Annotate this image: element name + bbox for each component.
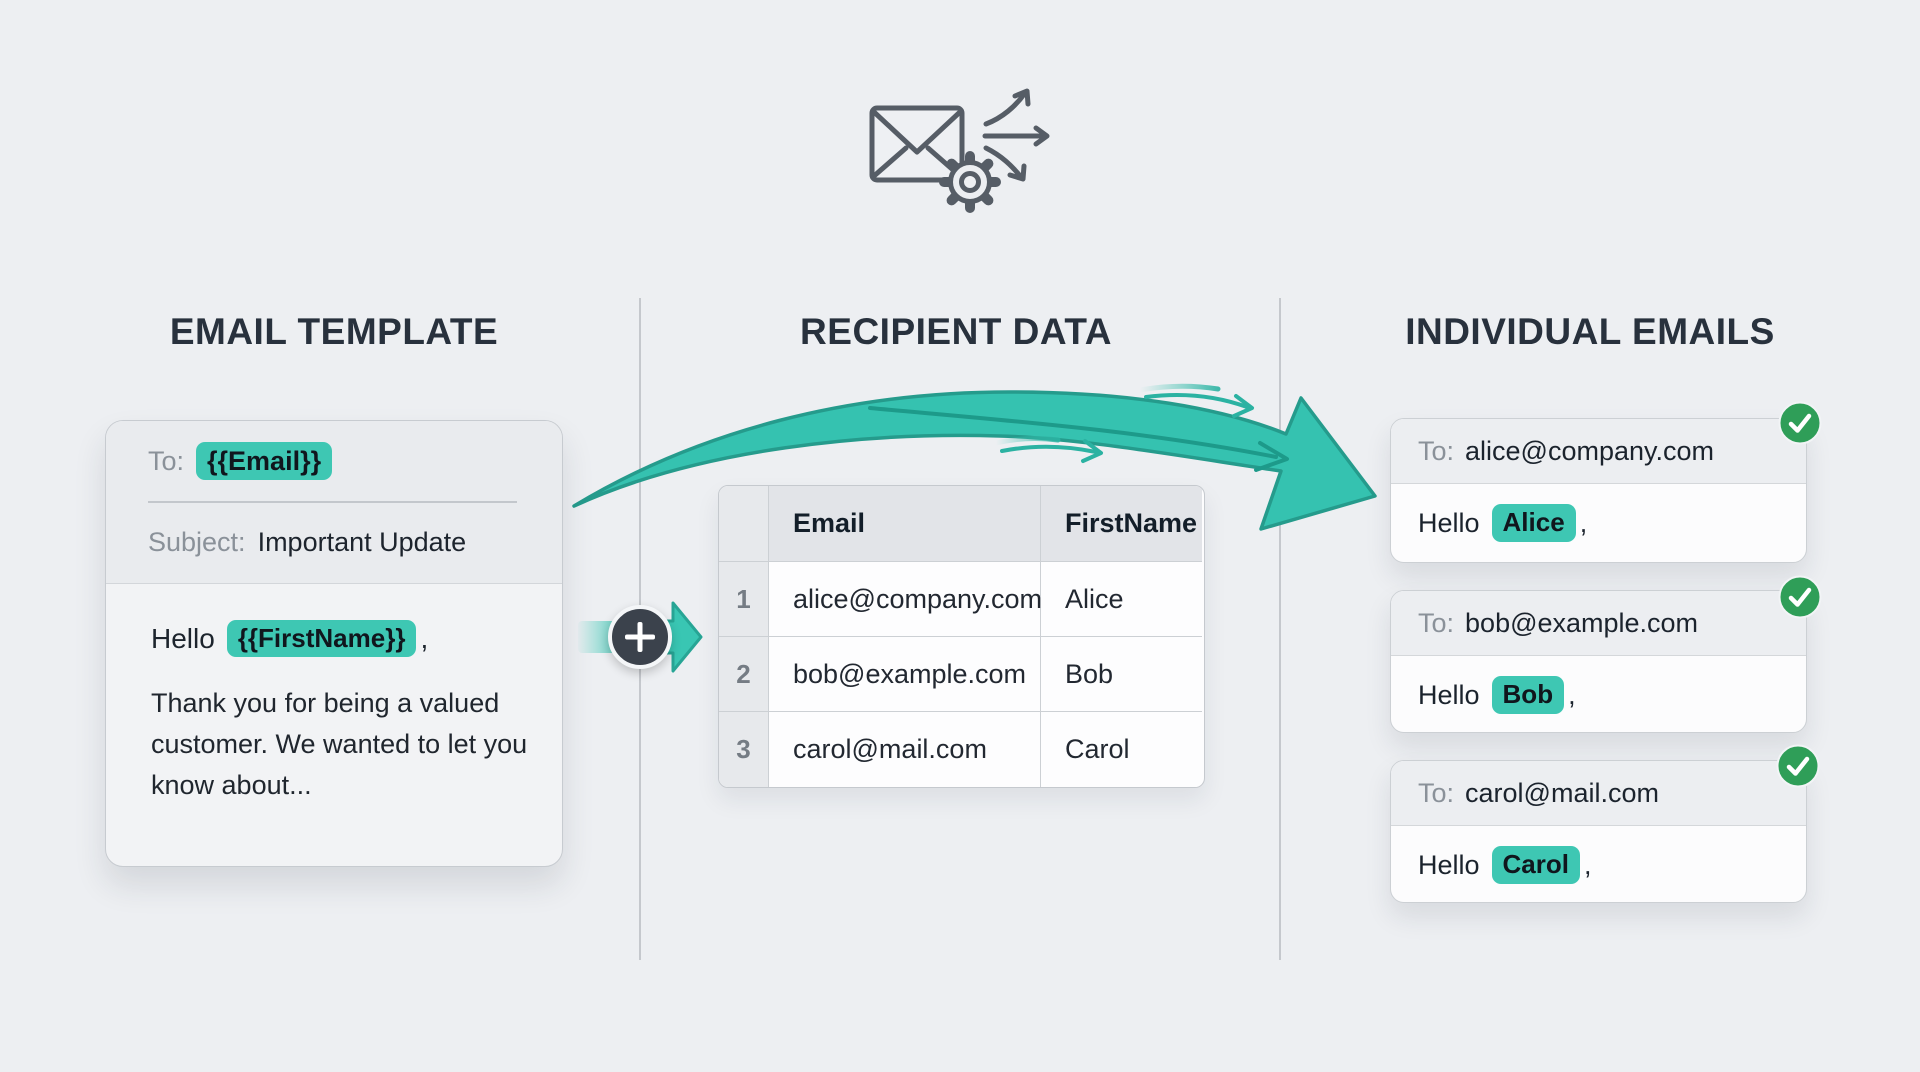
greeting-suffix: , <box>1579 507 1588 538</box>
row-number: 2 <box>719 637 769 712</box>
email-card-header: To: alice@company.com <box>1391 419 1806 484</box>
greeting-prefix: Hello <box>1418 679 1480 710</box>
table-cell-firstname: Alice <box>1041 562 1202 637</box>
individual-email-card: To: bob@example.com Hello Bob , <box>1390 590 1807 733</box>
template-subject-row: Subject: Important Update <box>106 503 562 583</box>
check-icon <box>1778 575 1822 619</box>
template-to-row: To: {{Email}} <box>106 421 562 501</box>
mail-merge-icon <box>869 88 1050 213</box>
template-card-body: Hello {{FirstName}} , Thank you for bein… <box>106 584 562 806</box>
envelope-icon <box>869 105 965 183</box>
section-title-email-template: EMAIL TEMPLATE <box>169 311 499 352</box>
to-label: To: <box>1418 777 1455 808</box>
individual-email-card: To: alice@company.com Hello Alice , <box>1390 418 1807 563</box>
column-header-email: Email <box>769 486 1041 562</box>
email-card-header: To: bob@example.com <box>1391 591 1806 656</box>
email-variable-pill: {{Email}} <box>196 441 333 481</box>
greeting-suffix: , <box>1584 849 1592 880</box>
plus-icon <box>608 605 672 669</box>
flow-arrow-bottom <box>993 436 1103 463</box>
table-cell-email: alice@company.com <box>769 562 1042 637</box>
firstname-variable-pill: {{FirstName}} <box>226 620 417 658</box>
gear-icon <box>939 151 1001 213</box>
to-label: To: <box>1418 607 1455 638</box>
subject-value: Important Update <box>257 527 467 557</box>
merged-name-pill: Bob <box>1491 676 1565 714</box>
header-divider <box>148 501 517 503</box>
to-label: To: <box>148 445 185 476</box>
email-template-card: To: {{Email}} Subject: Important Update … <box>105 420 563 867</box>
to-address: alice@company.com <box>1465 435 1715 466</box>
greeting-prefix: Hello <box>151 622 215 654</box>
email-card-body: Hello Alice , <box>1391 484 1806 562</box>
table-corner-cell <box>719 486 769 562</box>
template-body-text: Thank you for being a valued customer. W… <box>151 688 528 801</box>
greeting-prefix: Hello <box>1418 507 1480 538</box>
section-title-recipient-data: RECIPIENT DATA <box>800 311 1112 352</box>
to-label: To: <box>1418 435 1455 466</box>
individual-email-card: To: carol@mail.com Hello Carol , <box>1390 760 1807 903</box>
table-cell-email: bob@example.com <box>769 637 1041 712</box>
template-greeting: Hello {{FirstName}} , <box>151 620 520 658</box>
merged-name-pill: Alice <box>1491 504 1576 542</box>
check-icon <box>1776 744 1820 788</box>
table-cell-firstname: Bob <box>1041 637 1202 712</box>
email-card-header: To: carol@mail.com <box>1391 761 1806 826</box>
table-cell-firstname: Carol <box>1041 712 1202 787</box>
email-card-body: Hello Carol , <box>1391 826 1806 902</box>
email-card-body: Hello Bob , <box>1391 656 1806 732</box>
template-card-header: To: {{Email}} Subject: Important Update <box>106 421 562 584</box>
section-divider-right <box>1279 298 1281 960</box>
greeting-prefix: Hello <box>1418 849 1480 880</box>
fan-arrows-icon <box>982 88 1050 182</box>
check-icon <box>1778 401 1822 445</box>
to-address: bob@example.com <box>1465 607 1699 638</box>
inner-arrow-line <box>868 406 1289 472</box>
row-number: 3 <box>719 712 769 787</box>
flow-arrow-top <box>1137 383 1254 418</box>
greeting-suffix: , <box>1568 679 1576 710</box>
to-address: carol@mail.com <box>1465 777 1659 808</box>
table-cell-email: carol@mail.com <box>769 712 1041 787</box>
column-header-firstname: FirstName <box>1041 486 1202 562</box>
row-number: 1 <box>719 562 769 637</box>
greeting-suffix: , <box>420 622 429 654</box>
merged-name-pill: Carol <box>1491 846 1580 884</box>
recipient-table: Email FirstName 1 alice@company.com Alic… <box>718 485 1205 788</box>
subject-label: Subject: <box>148 527 246 557</box>
section-title-individual-emails: INDIVIDUAL EMAILS <box>1405 311 1775 352</box>
